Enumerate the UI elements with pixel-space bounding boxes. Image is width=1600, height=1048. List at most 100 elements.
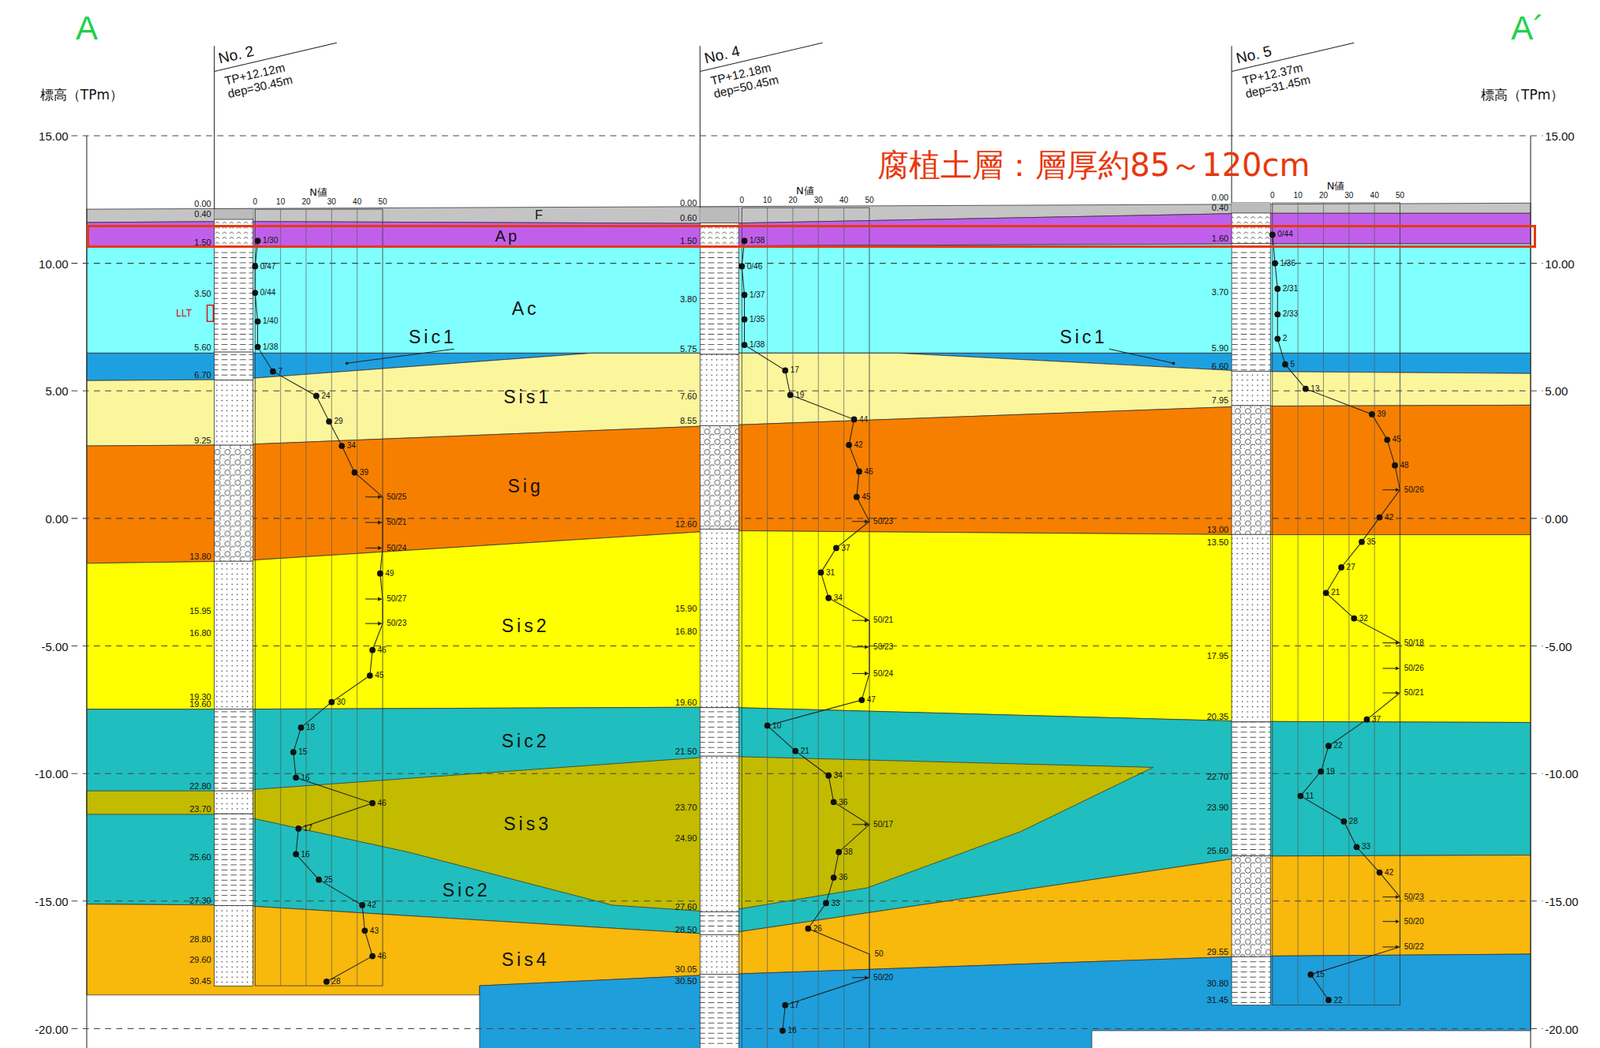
section-end-label: A´ [1510, 11, 1544, 45]
depth-label: 5.75 [680, 344, 697, 354]
n-value: 2/33 [1282, 310, 1298, 318]
n-value-point [361, 927, 368, 934]
borehole-log [1231, 42, 1400, 1005]
depth-label: 23.70 [675, 803, 698, 812]
n-value-gridline [792, 207, 793, 1048]
n-value: 50/20 [1404, 917, 1425, 926]
n-value-point [741, 291, 748, 299]
borehole-column [1231, 370, 1271, 406]
n-value-point [1368, 411, 1376, 418]
n-value: 13 [1310, 385, 1320, 393]
depth-label: 7.60 [680, 392, 697, 401]
n-value-point [738, 263, 745, 270]
n-value-arrow [365, 598, 382, 600]
sample-bracket [207, 305, 214, 322]
borehole-info: TP+12.12m dep=30.45m [223, 59, 294, 101]
n-value-point [764, 722, 771, 729]
elevation-tick: 10.00 [38, 257, 69, 270]
depth-label: 30.45 [189, 976, 212, 986]
elevation-gridline [71, 134, 1544, 136]
borehole-column [699, 934, 739, 974]
n-value-point [1271, 260, 1279, 267]
soil-symbol [214, 219, 254, 248]
n-value-point [295, 825, 302, 832]
n-value: 34 [833, 594, 843, 602]
n-value: 21 [800, 747, 810, 756]
n-value: 22 [1333, 741, 1343, 750]
n-value-point [358, 901, 366, 909]
n-value-point [369, 800, 376, 807]
leader-line [347, 348, 455, 363]
depth-label: 15.95 [189, 606, 212, 616]
n-value: 50/23 [386, 619, 407, 628]
layer-name: F [534, 209, 543, 222]
annotations [207, 305, 1176, 366]
depth-label: 20.35 [1207, 712, 1230, 722]
layer-name: Sig [507, 476, 543, 495]
n-value-point [1376, 514, 1384, 521]
n-value-gridline [1348, 202, 1350, 1006]
n-value-gridline [766, 207, 768, 1048]
n-value-scale: 40 [839, 196, 849, 205]
n-value: 38 [844, 848, 853, 857]
n-value-point [792, 747, 799, 755]
n-value-scale: 0 [739, 196, 744, 205]
borehole-column [1231, 243, 1271, 372]
n-value-arrow [852, 823, 869, 825]
depth-label: 1.50 [680, 236, 697, 246]
n-value: 47 [867, 695, 876, 704]
depth-label: 25.60 [1207, 846, 1230, 856]
elevation-tick: -15.00 [34, 895, 69, 908]
n-value: 30 [336, 698, 346, 707]
n-value: 50/22 [1404, 942, 1425, 951]
borehole-header-line [699, 45, 701, 208]
soil-symbol [1231, 213, 1271, 244]
n-value-point [254, 317, 262, 325]
soil-symbol [1231, 370, 1271, 406]
soil-layers [86, 202, 1531, 1048]
n-value-point [858, 696, 865, 703]
n-value-point [328, 699, 335, 706]
n-value-scale: 10 [276, 198, 285, 206]
depth-label: 13.50 [1207, 538, 1230, 547]
n-value-point [1317, 768, 1324, 775]
n-value: 43 [370, 927, 379, 935]
n-value-grid [1272, 202, 1401, 1006]
n-value: 0/44 [1277, 230, 1293, 239]
borehole-column [699, 528, 739, 707]
n-value-point [851, 416, 858, 423]
n-value-scale: 10 [762, 196, 772, 205]
n-value-grid [254, 209, 383, 986]
borehole-column [699, 426, 739, 530]
depth-label: 27.30 [189, 896, 212, 905]
borehole-column [1231, 721, 1271, 857]
soil-symbol [699, 207, 739, 223]
n-value-point [1302, 385, 1309, 393]
n-value: 29 [334, 417, 344, 426]
n-value-point [1325, 996, 1332, 1003]
n-value-point [269, 368, 277, 375]
n-value-point [1353, 843, 1361, 850]
depth-label: 22.70 [1207, 772, 1230, 782]
n-value: 39 [359, 468, 369, 477]
n-value: 24 [321, 392, 330, 400]
n-value: 45 [1392, 435, 1402, 444]
n-value-point [825, 772, 832, 779]
n-value: 50/24 [873, 669, 894, 678]
depth-label: 0.00 [1211, 193, 1229, 202]
n-value-grid [741, 207, 870, 1048]
soil-symbol [1231, 721, 1271, 857]
n-value-gridline [280, 209, 281, 986]
n-value: 42 [1384, 513, 1394, 522]
n-value-point [377, 570, 384, 577]
elevation-grid [71, 135, 1544, 1048]
layer-name: Sis1 [503, 388, 552, 407]
n-value-curve [1272, 234, 1401, 1000]
n-value-curve [254, 240, 383, 982]
n-value-point [825, 594, 832, 602]
n-value-point [804, 925, 812, 932]
soil-symbol [214, 209, 254, 220]
n-value-point [1297, 792, 1305, 800]
n-value-arrow [852, 672, 869, 674]
n-value: 31 [826, 568, 835, 577]
